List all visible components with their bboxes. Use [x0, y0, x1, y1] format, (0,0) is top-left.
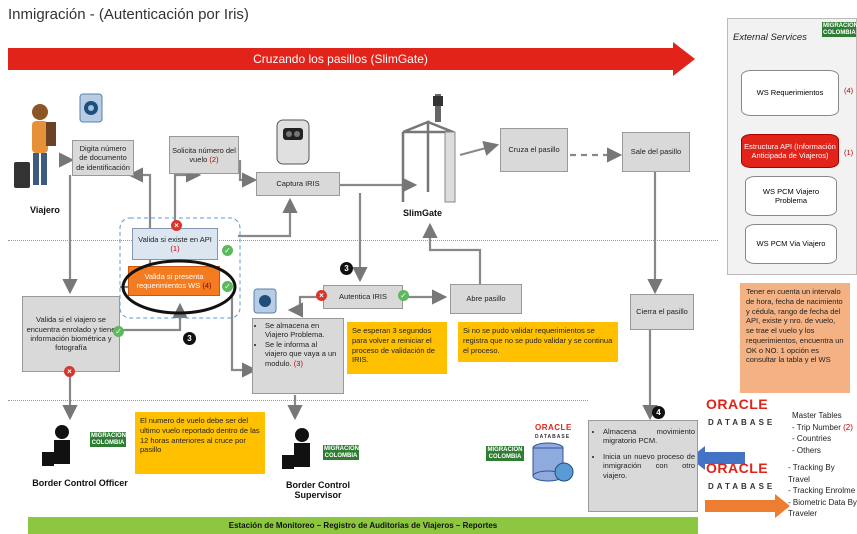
process-banner: Cruzando los pasillos (SlimGate) — [8, 48, 673, 70]
box-cruza: Cruza el pasillo — [500, 128, 568, 172]
oracle-arrow-left — [690, 446, 745, 470]
check-icon-enrolado: ✓ — [113, 326, 124, 337]
note-intervalo: Tener en cuenta un intervalo de hora, fe… — [740, 283, 850, 393]
actor-slimgate: SlimGate — [403, 208, 443, 218]
oracle-db-1: DATABASE — [708, 418, 776, 427]
migracion-logo-2: MIGRACIÓN COLOMBIA — [323, 445, 359, 461]
oracle-arrow-right — [705, 494, 790, 518]
ws-pcm-problema: WS PCM Viajero Problema — [745, 176, 837, 216]
arrow-autentica-almacena — [287, 295, 325, 318]
banner-arrowhead — [673, 42, 695, 76]
oracle-logo-small: ORACLE — [535, 423, 572, 432]
box-almacena: Se almacena en Viajero Problema. Se le i… — [252, 318, 344, 394]
actor-supervisor: Border Control Supervisor — [286, 480, 350, 500]
check-icon-autentica: ✓ — [398, 290, 409, 301]
highlight-ellipse — [121, 259, 237, 315]
reject-icon-enrolado: × — [64, 366, 75, 377]
ws-pcm-via: WS PCM Via Viajero — [745, 224, 837, 264]
lane-separator-1 — [8, 240, 718, 241]
footer-bar: Estación de Monitoreo – Registro de Audi… — [28, 517, 698, 534]
traveler-icon — [14, 104, 56, 188]
arrow-api-captura — [238, 197, 298, 238]
iris-camera-icon — [276, 119, 310, 165]
arrow-slimgate-cruza — [459, 141, 500, 157]
check-icon-ws: ✓ — [222, 281, 233, 292]
arrow-abre-slimgate — [422, 222, 482, 285]
reject-icon-api: × — [171, 220, 182, 231]
box-valida-api: Valida si existe en API(1) — [132, 228, 218, 260]
box-captura: Captura IRIS — [256, 172, 340, 196]
estructura-api: Estructura API (Información Anticipada d… — [741, 134, 839, 168]
ws-requerimientos-ref: (4) — [844, 86, 854, 95]
validation-group — [119, 217, 241, 319]
step-number-3a: 3 — [183, 332, 196, 345]
box-pcm: Almacena movimiento migratorio PCM. Inic… — [588, 420, 698, 512]
lane-separator-2 — [8, 400, 588, 401]
supervisor-icon — [282, 428, 310, 469]
box-sale: Sale del pasillo — [622, 132, 690, 172]
check-icon-api: ✓ — [222, 245, 233, 256]
database-icon — [532, 442, 574, 482]
step-number-4: 4 — [652, 406, 665, 419]
note-vuelo: El numero de vuelo debe ser del ultimo v… — [135, 412, 265, 474]
iris-scanner-icon-2 — [253, 288, 277, 314]
officer-icon — [42, 425, 70, 466]
box-solicita: Solicita número del vuelo (2) — [169, 136, 239, 174]
actor-viajero: Viajero — [30, 205, 60, 215]
arrow-ws-almacena — [230, 295, 258, 378]
master-tables: Master Tables - Trip Number (2) - Countr… — [792, 411, 853, 455]
note-espera: Se esperan 3 segundos para volver a rein… — [347, 322, 447, 374]
box-digita: Digita número de documento de identifica… — [72, 140, 134, 176]
actor-officer: Border Control Officer — [32, 478, 128, 488]
page-title: Inmigración - (Autenticación por Iris) — [8, 6, 249, 23]
iris-scanner-icon — [79, 93, 103, 123]
box-autentica: Autentica IRIS — [323, 285, 403, 309]
oracle-logo-1: ORACLE — [706, 396, 769, 412]
reject-icon-autentica: × — [316, 290, 327, 301]
migracion-logo-3: MIGRACIÓN COLOMBIA — [486, 446, 524, 462]
tracking-tables: - Tracking By Travel - Tracking Enrolme … — [788, 463, 857, 519]
migracion-logo-4: MIGRACIÓN COLOMBIA — [822, 22, 857, 38]
step-number-3b: 3 — [340, 262, 353, 275]
oracle-db-2: DATABASE — [708, 482, 776, 491]
estructura-api-ref: (1) — [844, 148, 854, 157]
box-enrolado: Valida si el viajero se encuentra enrola… — [22, 296, 120, 372]
arrow-api-solicita — [173, 167, 202, 228]
box-cierra: Cierra el pasillo — [630, 294, 694, 330]
oracle-db-small: DATABASE — [535, 434, 571, 440]
migracion-logo-1: MIGRACIÓN COLOMBIA — [90, 432, 126, 448]
slimgate-gate-icon — [401, 94, 456, 203]
external-services-title: External Services — [733, 32, 807, 43]
note-no-valida: Si no se pudo validar requerimientos se … — [458, 322, 618, 362]
arrow-solicita-captura — [238, 160, 258, 188]
ws-requerimientos: WS Requerimientos — [741, 70, 839, 116]
box-valida-ws: Valida si presenta requerimientos WS (4) — [128, 266, 220, 296]
oracle-logo-2: ORACLE — [706, 460, 769, 476]
box-abre: Abre pasillo — [450, 284, 522, 314]
